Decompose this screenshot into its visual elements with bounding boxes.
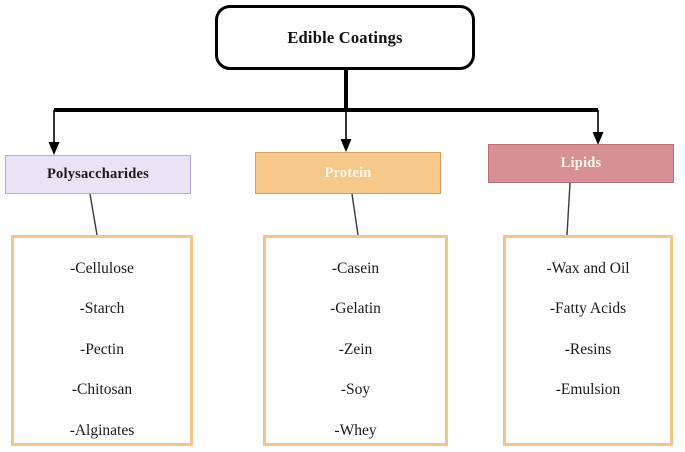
leader-line-lipids (566, 182, 571, 236)
category-node-polysaccharides[interactable]: Polysaccharides (5, 155, 191, 194)
category-node-lipids[interactable]: Lipids (488, 144, 674, 183)
list-item: -Gelatin (330, 300, 381, 317)
category-label-protein: Protein (324, 164, 372, 181)
leader-line-polysaccharides (89, 193, 98, 236)
category-label-lipids: Lipids (560, 155, 602, 171)
list-item: -Alginates (69, 421, 135, 439)
list-item: -Casein (331, 259, 380, 277)
list-item: -Cellulose (70, 259, 134, 277)
item-list-lipids: -Wax and Oil -Fatty Acids -Resins -Emuls… (503, 235, 673, 446)
item-list-polysaccharides: -Cellulose -Starch -Pectin -Chitosan -Al… (11, 235, 193, 446)
arrowhead-polysaccharides (48, 142, 60, 155)
list-item: -Resins (564, 340, 612, 358)
list-item: -Emulsion (555, 381, 621, 398)
category-label-polysaccharides: Polysaccharides (46, 166, 150, 182)
list-item: -Zein (338, 340, 373, 358)
item-list-protein: -Casein -Gelatin -Zein -Soy -Whey (263, 235, 448, 446)
leader-line-protein (351, 193, 359, 236)
arrowhead-protein (340, 139, 352, 152)
list-item: -Chitosan (71, 381, 133, 398)
category-node-protein[interactable]: Protein (255, 152, 441, 194)
list-item: -Whey (334, 421, 377, 439)
list-item: -Soy (340, 381, 371, 398)
list-item: -Fatty Acids (549, 300, 627, 317)
root-node-edible-coatings[interactable]: Edible Coatings (215, 5, 475, 70)
list-item: -Wax and Oil (546, 259, 630, 277)
list-item: -Starch (79, 300, 125, 317)
root-node-label: Edible Coatings (287, 27, 403, 47)
list-item: -Pectin (80, 340, 124, 358)
